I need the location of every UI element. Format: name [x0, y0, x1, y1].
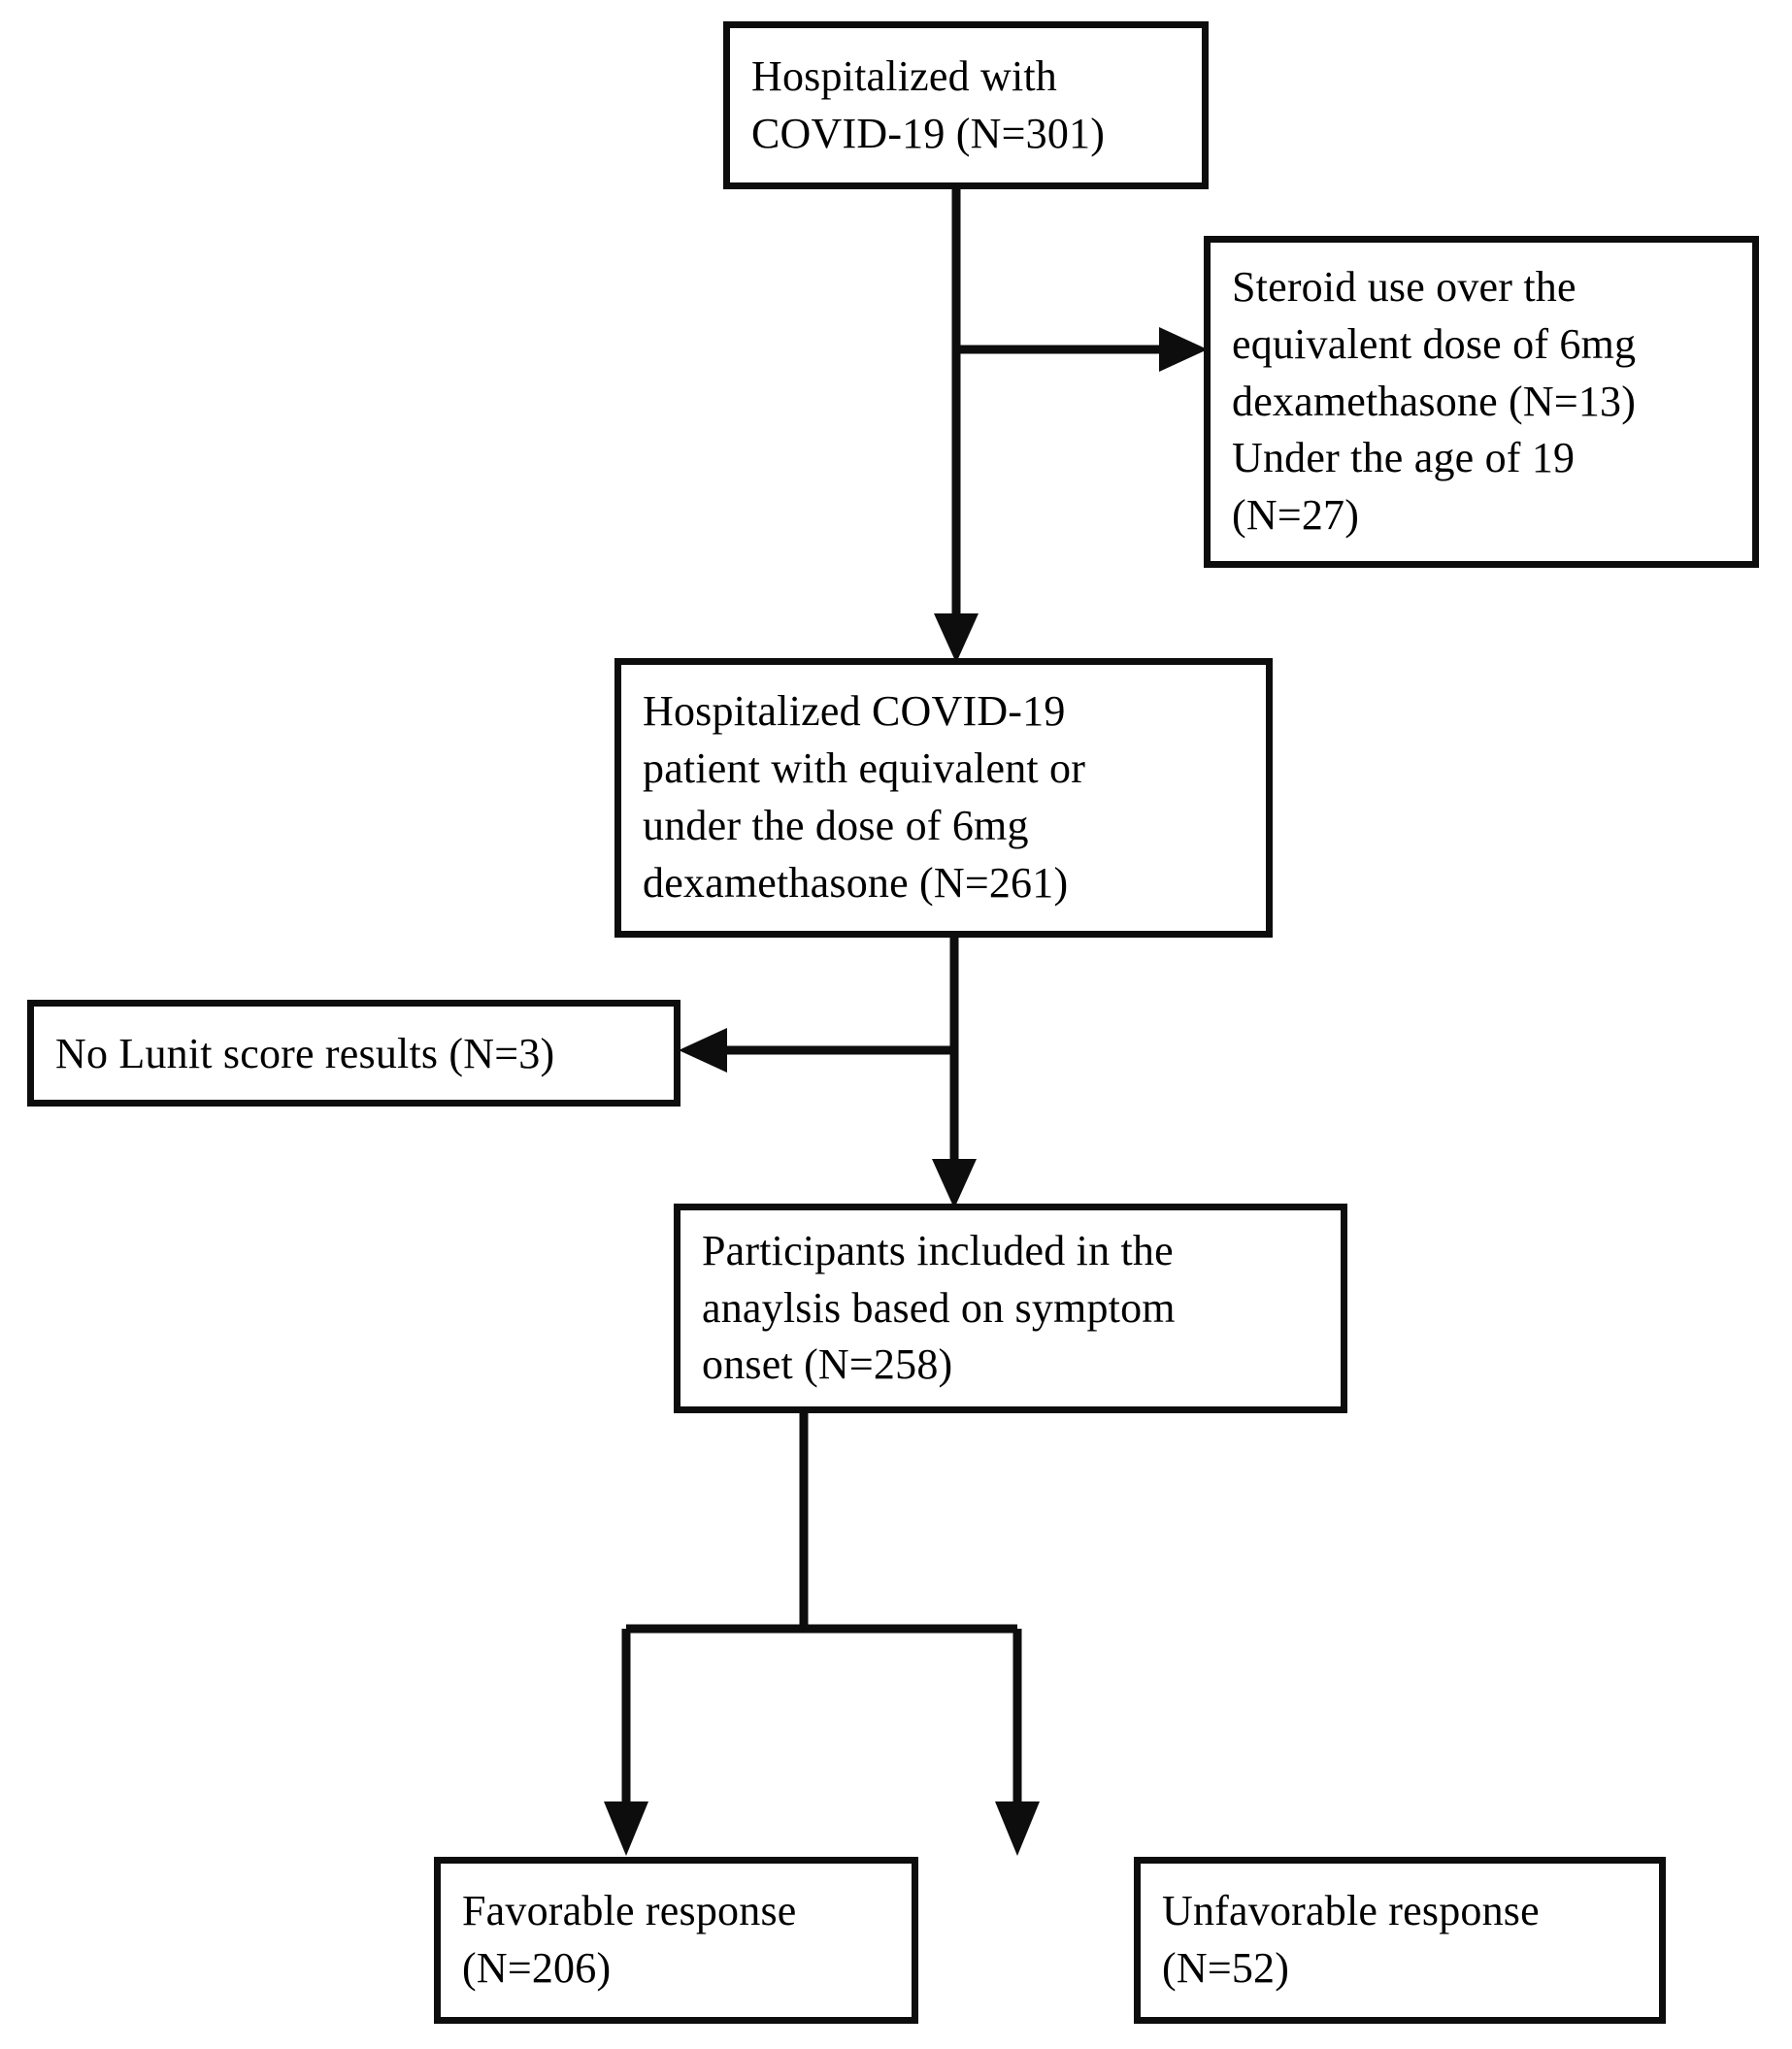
node-favorable-response: Favorable response (N=206)	[434, 1857, 918, 2024]
node-unfavorable-response: Unfavorable response (N=52)	[1134, 1857, 1666, 2024]
arrowhead-split-to-favorable	[604, 1801, 648, 1856]
node-eligible-dose-under-6mg: Hospitalized COVID-19 patient with equiv…	[614, 658, 1273, 938]
arrowhead-top-to-eligible	[934, 613, 979, 663]
node-excluded-steroid-and-age: Steroid use over the equivalent dose of …	[1204, 236, 1759, 568]
node-hospitalized-covid19-label: Hospitalized with COVID-19 (N=301)	[751, 51, 1106, 157]
node-excluded-no-lunit-score-label: No Lunit score results (N=3)	[55, 1029, 555, 1077]
node-hospitalized-covid19: Hospitalized with COVID-19 (N=301)	[723, 21, 1209, 189]
arrowhead-split-to-unfavorable	[995, 1801, 1040, 1856]
arrowhead-top-to-excluded-1	[1159, 327, 1208, 372]
node-excluded-steroid-and-age-label: Steroid use over the equivalent dose of …	[1232, 262, 1637, 540]
node-unfavorable-response-label: Unfavorable response (N=52)	[1162, 1887, 1540, 1992]
node-favorable-response-label: Favorable response (N=206)	[462, 1887, 797, 1992]
node-participants-included: Participants included in the anaylsis ba…	[674, 1204, 1347, 1413]
node-eligible-dose-under-6mg-label: Hospitalized COVID-19 patient with equiv…	[643, 687, 1086, 907]
node-participants-included-label: Participants included in the anaylsis ba…	[702, 1226, 1176, 1389]
node-excluded-no-lunit-score: No Lunit score results (N=3)	[27, 1000, 680, 1107]
arrowhead-eligible-to-excluded-2	[679, 1028, 727, 1073]
arrowhead-eligible-to-included	[932, 1159, 977, 1208]
